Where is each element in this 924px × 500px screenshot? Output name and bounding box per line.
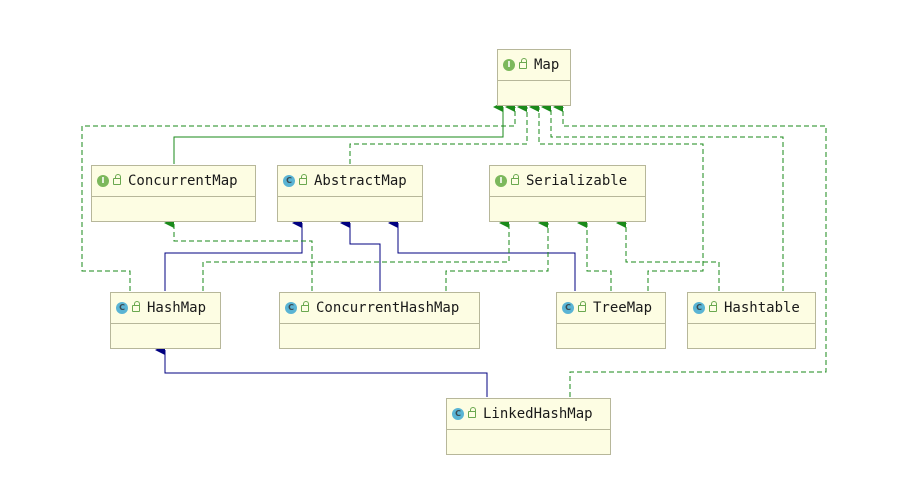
node-header: C AbstractMap bbox=[278, 166, 422, 197]
edge-abstractmap-to-map bbox=[349, 102, 528, 164]
node-label: ConcurrentMap bbox=[128, 173, 238, 189]
node-label: TreeMap bbox=[593, 300, 653, 316]
class-icon: C bbox=[285, 302, 297, 314]
visibility-icon bbox=[113, 173, 121, 185]
visibility-icon bbox=[468, 406, 476, 418]
edge-linkedhashmap-to-hashmap bbox=[155, 345, 488, 397]
abstractmap-class[interactable]: C AbstractMap bbox=[277, 165, 423, 222]
node-label: HashMap bbox=[147, 300, 207, 316]
node-label: Hashtable bbox=[724, 300, 800, 316]
edge-hashtable-to-map bbox=[541, 102, 784, 291]
treemap-class[interactable]: C TreeMap bbox=[556, 292, 666, 349]
serializable-interface[interactable]: I Serializable bbox=[489, 165, 646, 222]
concurrenthashmap-class[interactable]: C ConcurrentHashMap bbox=[279, 292, 480, 349]
node-header: C LinkedHashMap bbox=[447, 399, 610, 430]
node-header: I Serializable bbox=[490, 166, 645, 197]
node-label: LinkedHashMap bbox=[483, 406, 593, 422]
edge-hashmap-to-abstractmap bbox=[164, 218, 303, 291]
node-header: C Hashtable bbox=[688, 293, 815, 324]
node-label: Map bbox=[534, 57, 560, 73]
visibility-icon bbox=[511, 173, 519, 185]
hashmap-class[interactable]: C HashMap bbox=[110, 292, 221, 349]
visibility-icon bbox=[132, 300, 140, 312]
node-label: AbstractMap bbox=[314, 173, 407, 189]
edge-treemap-to-serializable bbox=[577, 218, 612, 291]
edge-treemap-to-abstractmap bbox=[388, 218, 576, 291]
edge-concurrentmap-to-map bbox=[173, 102, 504, 164]
visibility-icon bbox=[709, 300, 717, 312]
visibility-icon bbox=[519, 57, 527, 69]
node-header: I ConcurrentMap bbox=[92, 166, 255, 197]
visibility-icon bbox=[301, 300, 309, 312]
linkedhashmap-class[interactable]: C LinkedHashMap bbox=[446, 398, 611, 455]
concurrentmap-interface[interactable]: I ConcurrentMap bbox=[91, 165, 256, 222]
node-header: C TreeMap bbox=[557, 293, 665, 324]
edge-hashtable-to-serializable bbox=[616, 218, 720, 291]
interface-icon: I bbox=[495, 175, 507, 187]
class-icon: C bbox=[452, 408, 464, 420]
node-header: I Map bbox=[498, 50, 570, 81]
node-header: C HashMap bbox=[111, 293, 220, 324]
edge-treemap-to-map bbox=[529, 102, 704, 291]
edge-linkedhashmap-to-map bbox=[553, 102, 827, 397]
node-label: ConcurrentHashMap bbox=[316, 300, 460, 316]
interface-icon: I bbox=[97, 175, 109, 187]
interface-icon: I bbox=[503, 59, 515, 71]
class-icon: C bbox=[116, 302, 128, 314]
class-icon: C bbox=[693, 302, 705, 314]
class-icon: C bbox=[562, 302, 574, 314]
edge-hashmap-to-map bbox=[81, 102, 516, 291]
map-interface[interactable]: I Map bbox=[497, 49, 571, 106]
visibility-icon bbox=[578, 300, 586, 312]
edge-concurrenthashmap-to-serializable bbox=[445, 218, 549, 291]
node-header: C ConcurrentHashMap bbox=[280, 293, 479, 324]
class-icon: C bbox=[283, 175, 295, 187]
node-label: Serializable bbox=[526, 173, 628, 189]
visibility-icon bbox=[299, 173, 307, 185]
edge-hashmap-to-serializable bbox=[202, 218, 510, 291]
edge-concurrenthashmap-to-abstractmap bbox=[340, 218, 381, 291]
edge-concurrenthashmap-to-concurrentmap bbox=[164, 218, 313, 291]
hashtable-class[interactable]: C Hashtable bbox=[687, 292, 816, 349]
